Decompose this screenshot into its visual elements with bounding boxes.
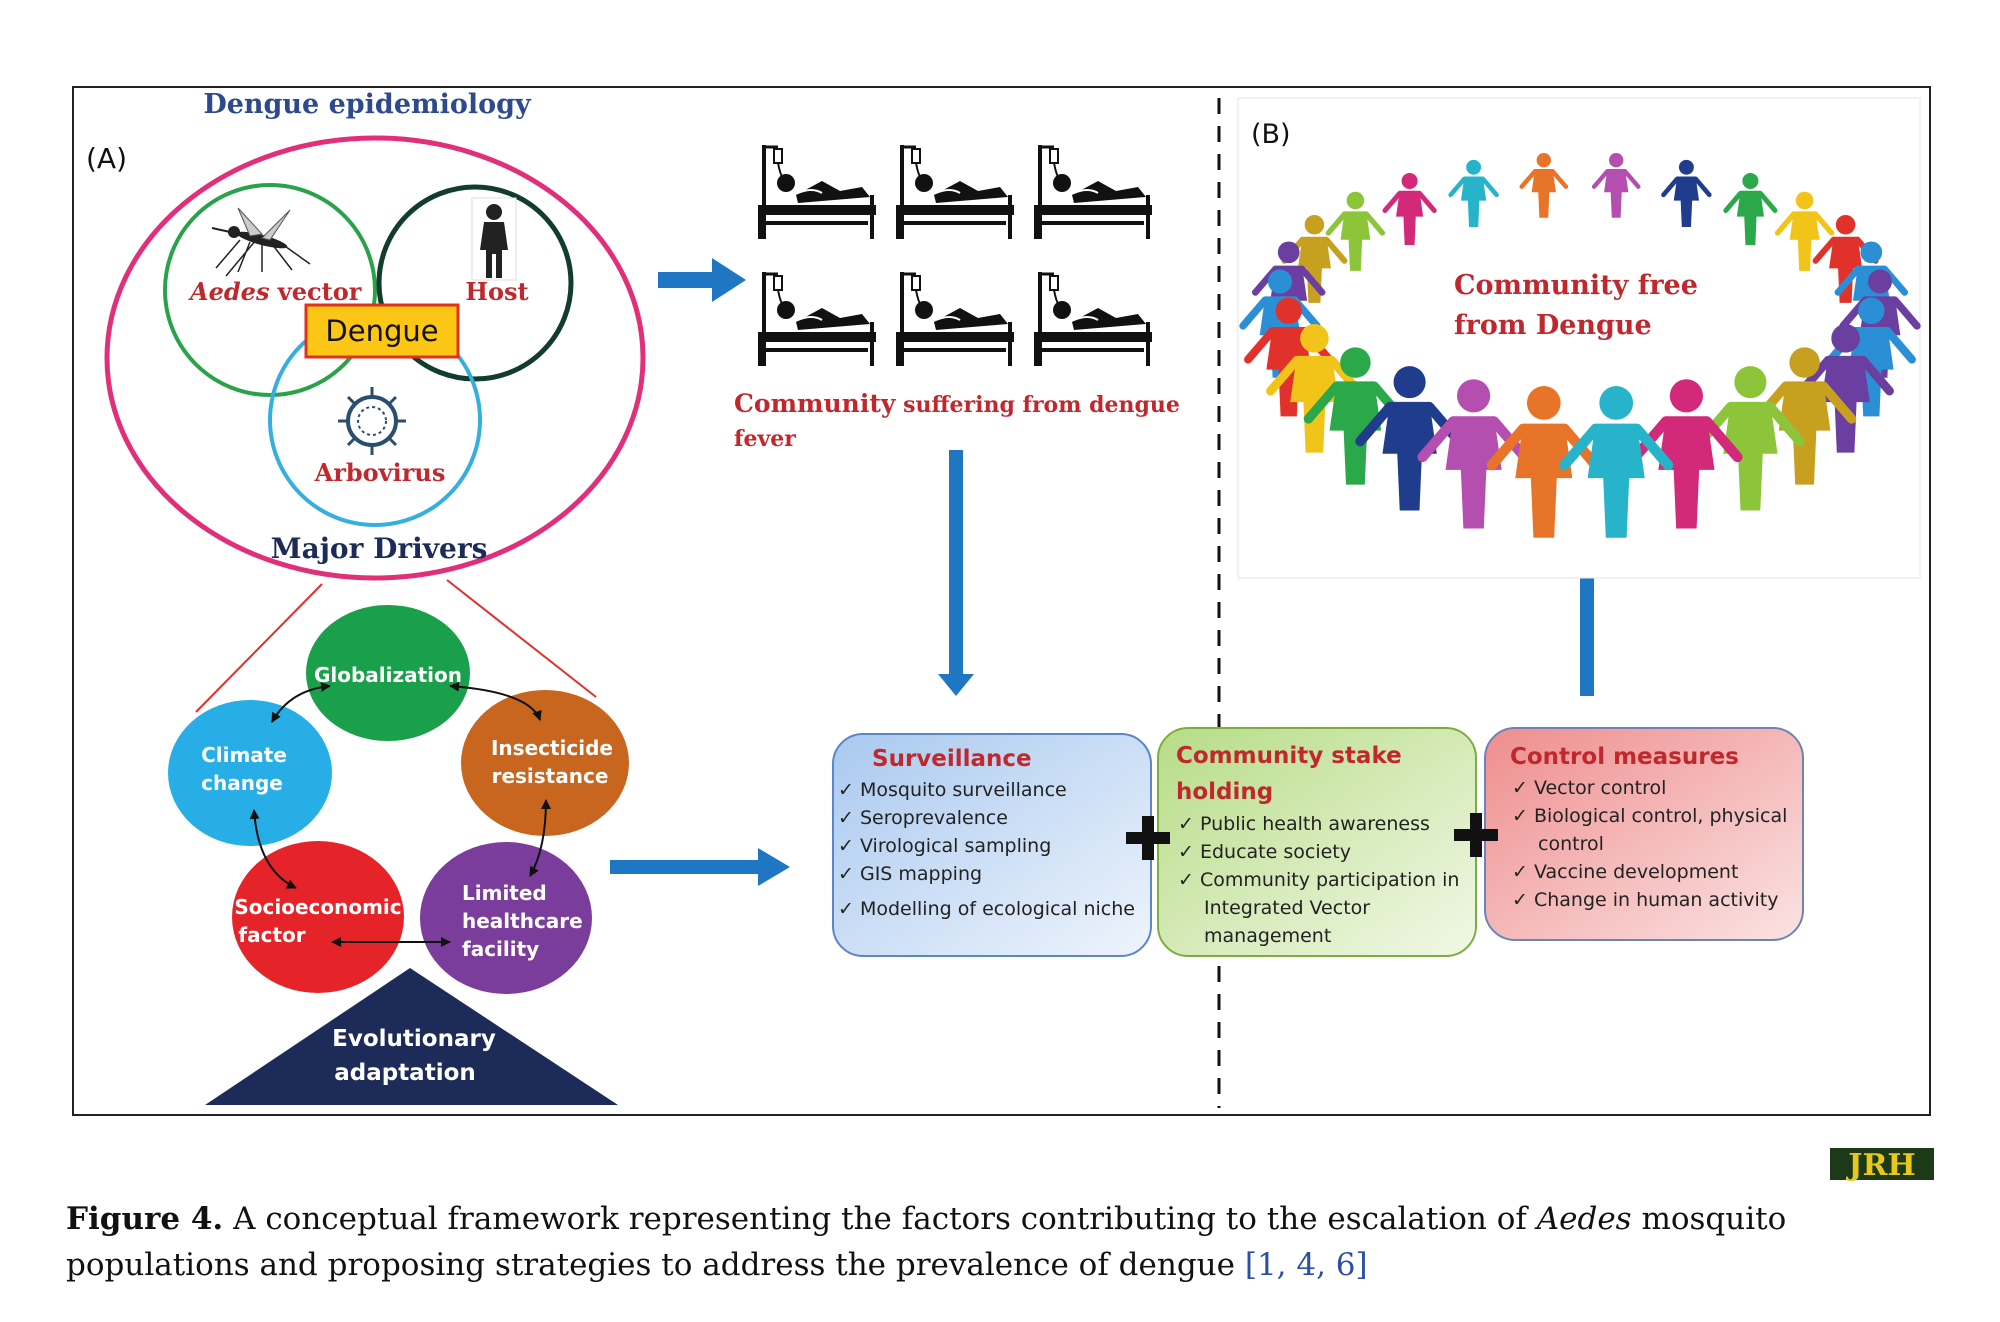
suffering-label-2: fever (734, 426, 796, 452)
bed-icon (888, 260, 1018, 368)
insecticide-circle (461, 690, 629, 836)
person-figure-icon (1559, 386, 1674, 538)
surveillance-item: ✓ Mosquito surveillance (838, 779, 1067, 801)
person-figure-icon (1382, 172, 1437, 246)
person-icon (471, 197, 517, 281)
evolution-triangle (205, 968, 618, 1105)
healthcare-label-1: Limited (462, 881, 547, 905)
people-ring-icon (1239, 153, 1921, 538)
host-label: Host (465, 277, 528, 306)
dengue-box (304, 303, 460, 359)
person-figure-icon (1723, 172, 1778, 246)
surveillance-item: ✓ Seroprevalence (838, 807, 1008, 829)
healthcare-label-2: healthcare (462, 909, 583, 933)
control-item: ✓ Vector control (1512, 777, 1666, 799)
insecticide-label-1: Insecticide (491, 736, 613, 760)
person-figure-icon (1448, 159, 1499, 227)
caption-text-2: mosquito populations and proposing strat… (66, 1201, 1787, 1283)
surveillance-item: ✓ GIS mapping (838, 863, 982, 885)
drivers-title: Major Drivers (271, 532, 488, 565)
community-item: ✓ Community participation in (1178, 869, 1459, 891)
person-figure-icon (1774, 191, 1835, 271)
bed-icon (1026, 133, 1156, 241)
plus-icon (1126, 816, 1170, 860)
community-item: management (1204, 925, 1331, 947)
control-item: ✓ Vaccine development (1512, 861, 1738, 883)
surveillance-item: ✓ Modelling of ecological niche (838, 898, 1135, 920)
driver-arrows (249, 681, 551, 947)
globalization-circle (306, 605, 470, 741)
insecticide-label-2: resistance (492, 764, 609, 788)
host-circle (376, 184, 574, 382)
suffering-label-1: Community suffering from dengue (734, 389, 1180, 418)
community-item: ✓ Public health awareness (1178, 813, 1430, 835)
surveillance-item: ✓ Virological sampling (838, 835, 1051, 857)
control-item: ✓ Biological control, physical (1512, 805, 1787, 827)
climate-label-2: change (201, 771, 283, 795)
globalization-label: Globalization (314, 663, 462, 687)
surveillance-title: Surveillance (872, 746, 1032, 772)
community-item: Integrated Vector (1204, 897, 1370, 919)
community-title-1: Community stake (1176, 743, 1402, 769)
bed-icon (1026, 260, 1156, 368)
arrow-to-strategies-down (938, 450, 974, 696)
evolution-label-1: Evolutionary (332, 1026, 496, 1052)
panel-b-label: (B) (1251, 119, 1291, 150)
virus-icon (338, 387, 406, 455)
vector-circle (163, 183, 377, 397)
socioeconomic-label-1: Socioeconomic (234, 895, 401, 919)
caption-label: Figure 4. (66, 1201, 224, 1237)
community-list: ✓ Public health awareness ✓ Educate soci… (1178, 813, 1459, 947)
vector-label: Aedes vector (188, 277, 362, 306)
control-title: Control measures (1510, 744, 1739, 770)
caption-text-1: A conceptual framework representing the … (223, 1201, 1537, 1237)
person-figure-icon (1303, 347, 1408, 485)
dengue-label: Dengue (325, 314, 438, 348)
figure-caption: Figure 4. A conceptual framework represe… (66, 1196, 1946, 1288)
free-label-2: from Dengue (1454, 310, 1652, 341)
bed-icon (888, 133, 1018, 241)
person-figure-icon (1519, 153, 1569, 218)
community-item: ✓ Educate society (1178, 841, 1351, 863)
community-title-2: holding (1176, 779, 1273, 805)
arrow-drivers-to-strategies (610, 848, 790, 886)
connector-right (446, 579, 597, 698)
socioeconomic-label-2: factor (238, 923, 305, 947)
control-item: ✓ Change in human activity (1512, 889, 1778, 911)
journal-logo: JRH (1830, 1148, 1934, 1183)
logo-text: JRH (1845, 1148, 1915, 1183)
bed-icon (750, 260, 880, 368)
plus-icon (1454, 813, 1498, 857)
community-ring-image (1237, 97, 1921, 579)
mosquito-icon (211, 207, 311, 277)
evolution-label-2: adaptation (334, 1060, 476, 1086)
free-label-1: Community free (1454, 270, 1698, 301)
caption-references[interactable]: [1, 4, 6] (1244, 1247, 1368, 1283)
arrow-to-suffering (658, 258, 746, 302)
arbovirus-label: Arbovirus (314, 458, 446, 487)
climate-label-1: Climate (201, 743, 287, 767)
person-figure-icon (1591, 153, 1641, 218)
person-figure-icon (1696, 366, 1805, 511)
caption-italic: Aedes (1536, 1201, 1632, 1237)
healthcare-circle (420, 842, 592, 994)
figure-frame (72, 86, 1931, 1116)
healthcare-label-3: facility (462, 937, 539, 961)
surveillance-list: ✓ Mosquito surveillance ✓ Seroprevalence… (838, 779, 1135, 920)
person-figure-icon (1661, 159, 1712, 227)
epidemiology-ellipse (104, 135, 646, 581)
bed-icon (750, 133, 880, 241)
panel-a-label: (A) (86, 142, 127, 175)
person-figure-icon (1325, 191, 1386, 271)
control-item: control (1538, 833, 1604, 855)
sick-patients-image (750, 133, 1156, 368)
connector-left (195, 583, 323, 713)
epidemiology-title: Dengue epidemiology (203, 89, 532, 120)
control-list: ✓ Vector control ✓ Biological control, p… (1512, 777, 1787, 911)
